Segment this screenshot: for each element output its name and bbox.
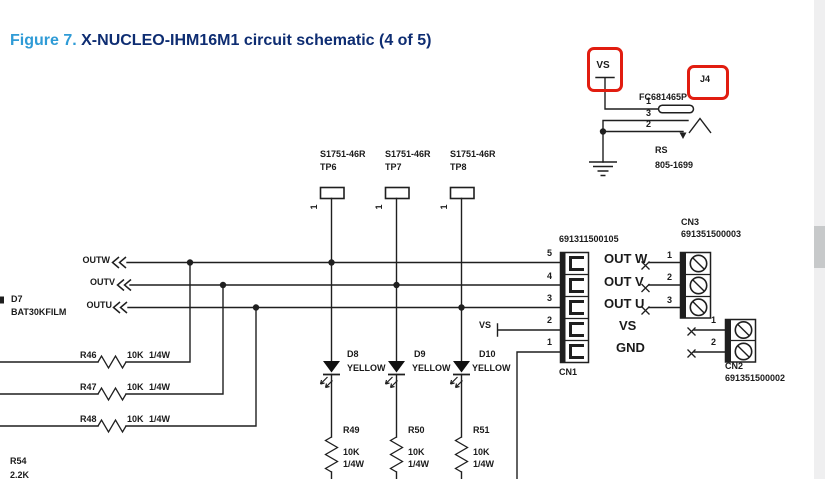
cn1-contacts xyxy=(569,256,584,359)
r51-ref-label: R51 xyxy=(473,425,490,435)
cn1-pin3-label: 3 xyxy=(546,293,552,303)
cn3-pin3-label: 3 xyxy=(666,295,672,305)
cn3-symbol xyxy=(679,251,712,319)
tp7-ref-label: TP7 xyxy=(385,162,402,172)
switch-arrow xyxy=(679,132,687,139)
vs-power-label: VS xyxy=(596,60,610,71)
r48-value-label: 10K 1/4W xyxy=(127,414,171,424)
net-label-vs: VS xyxy=(619,318,637,333)
r50-ref-label: R50 xyxy=(408,425,425,435)
r46-value-label: 10K 1/4W xyxy=(127,350,171,360)
r50-value-label: 10K xyxy=(408,447,425,457)
annotation-box-j4 xyxy=(687,65,729,100)
tp6-ref-label: TP6 xyxy=(320,162,337,172)
d7-part-label: BAT30KFILM xyxy=(11,307,67,317)
d8-color-label: YELLOW xyxy=(347,363,386,373)
net-label-vs-wire: VS xyxy=(479,320,492,330)
d9-ref-label: D9 xyxy=(414,349,426,359)
scrollbar-thumb[interactable] xyxy=(814,226,825,268)
d10-ref-label: D10 xyxy=(479,349,496,359)
r48-ref-label: R48 xyxy=(80,414,97,424)
cn2-pin1-label: 1 xyxy=(710,315,716,325)
r54-ref-label: R54 xyxy=(10,456,27,466)
d10-color-label: YELLOW xyxy=(472,363,511,373)
tp6-part-label: S1751-46R xyxy=(320,149,366,159)
figure-caption: Figure 7. X-NUCLEO-IHM16M1 circuit schem… xyxy=(10,32,431,50)
r50-watt-label: 1/4W xyxy=(408,459,430,469)
d7-symbol-fragment xyxy=(0,296,4,304)
net-label-outw: OUTW xyxy=(82,255,111,265)
r47-ref-label: R47 xyxy=(80,382,97,392)
r46-ref-label: R46 xyxy=(80,350,97,360)
r49-ref-label: R49 xyxy=(343,425,360,435)
j4-symbol xyxy=(657,104,712,139)
j4-pin3-label: 3 xyxy=(645,108,651,118)
resistor-symbols xyxy=(97,354,469,473)
cn2-ref-label: CN2 xyxy=(725,361,744,371)
j4-ref-label: J4 xyxy=(700,74,711,84)
ground-symbol xyxy=(589,161,617,177)
cn3-ref-label: CN3 xyxy=(681,217,700,227)
figure-title: X-NUCLEO-IHM16M1 circuit schematic (4 of… xyxy=(76,32,432,49)
d7-ref-label: D7 xyxy=(11,294,23,304)
led-emission-arrows xyxy=(319,376,463,389)
j4-pin2-label: 2 xyxy=(645,119,651,129)
tp8-part-label: S1751-46R xyxy=(450,149,496,159)
j4-vendor-part-label: 805-1699 xyxy=(655,160,694,170)
net-label-outu: OUTU xyxy=(86,300,113,310)
figure-number: Figure 7. xyxy=(10,32,77,49)
j4-pin1-label: 1 xyxy=(645,96,651,106)
cn1-pin2-label: 2 xyxy=(546,315,552,325)
led-symbols xyxy=(319,361,470,389)
j4-part-label: FC681465P xyxy=(639,92,688,102)
j4-vendor-label: RS xyxy=(655,145,668,155)
wires xyxy=(0,76,727,479)
tp8-pin-label: 1 xyxy=(439,204,450,210)
d8-ref-label: D8 xyxy=(347,349,359,359)
tp7-pin-label: 1 xyxy=(374,204,385,210)
r49-value-label: 10K xyxy=(343,447,360,457)
r51-value-label: 10K xyxy=(473,447,490,457)
annotation-box-vs xyxy=(587,47,623,92)
cn2-pin2-label: 2 xyxy=(710,337,716,347)
tp6-pin-label: 1 xyxy=(309,204,320,210)
r51-watt-label: 1/4W xyxy=(473,459,495,469)
net-label-out-v: OUT V xyxy=(604,274,644,289)
net-label-gnd: GND xyxy=(616,340,645,355)
cn3-pin1-label: 1 xyxy=(666,250,672,260)
no-connect-marks xyxy=(641,261,696,358)
net-label-out-u: OUT U xyxy=(604,296,645,311)
cn1-pin4-label: 4 xyxy=(546,271,552,281)
cn1-ref-label: CN1 xyxy=(559,367,578,377)
cn1-part-label: 691311500105 xyxy=(559,234,619,244)
r47-value-label: 10K 1/4W xyxy=(127,382,171,392)
r49-watt-label: 1/4W xyxy=(343,459,365,469)
cn3-pin2-label: 2 xyxy=(666,272,672,282)
tp7-part-label: S1751-46R xyxy=(385,149,431,159)
switch-lever xyxy=(688,117,712,134)
cn3-part-label: 691351500003 xyxy=(681,229,742,239)
net-chevron-icons xyxy=(111,256,132,314)
d9-color-label: YELLOW xyxy=(412,363,451,373)
testpoint-symbols xyxy=(319,186,475,200)
r54-value-label: 2.2K xyxy=(10,470,30,479)
net-label-outv: OUTV xyxy=(89,277,115,287)
cn2-symbol xyxy=(724,318,757,363)
cn2-part-label: 691351500002 xyxy=(725,373,786,383)
cn1-symbol xyxy=(559,251,590,364)
net-label-out-w: OUT W xyxy=(604,251,648,266)
junction-dots xyxy=(186,128,607,311)
cn1-pin5-label: 5 xyxy=(546,248,552,258)
tp8-ref-label: TP8 xyxy=(450,162,467,172)
cn1-pin1-label: 1 xyxy=(546,337,552,347)
